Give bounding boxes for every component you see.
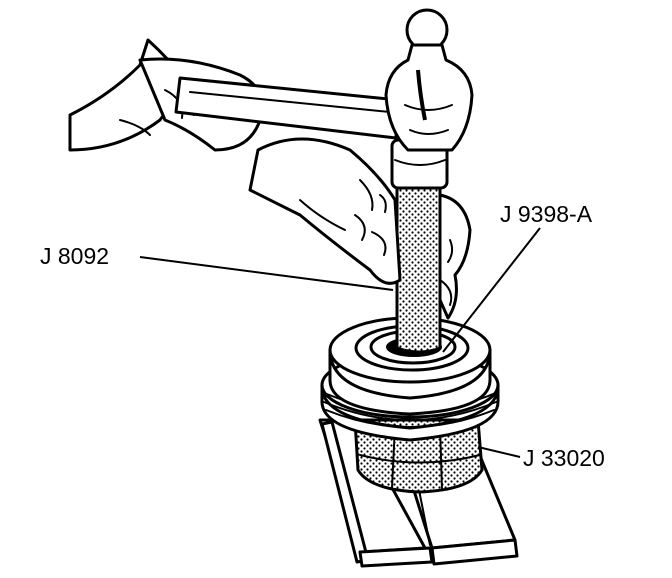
label-j33020: J 33020 (523, 445, 605, 471)
leader-j8092 (139, 256, 394, 291)
hammer-head (384, 8, 474, 152)
leader-j9398a (442, 227, 541, 353)
label-j9398a: J 9398-A (500, 201, 593, 227)
hammer-handle (174, 76, 400, 140)
wood-blocks (318, 418, 519, 568)
leader-j33020 (477, 446, 521, 458)
driver-handle (390, 138, 449, 354)
holding-hand (248, 137, 472, 320)
label-j8092: J 8092 (40, 243, 109, 269)
